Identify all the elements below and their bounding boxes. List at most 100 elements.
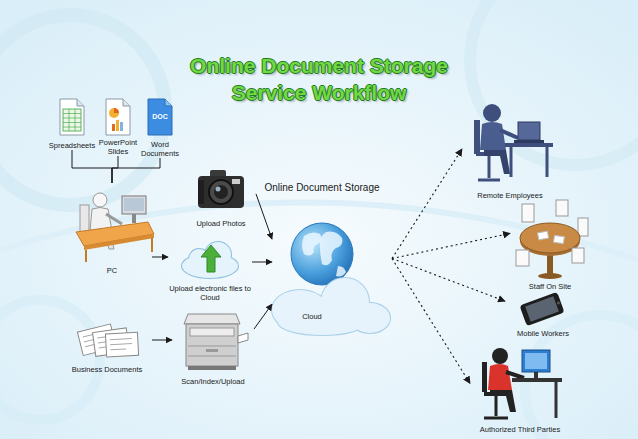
connector-line — [112, 158, 160, 183]
business-documents-icon-part-part — [110, 339, 132, 350]
camera-node: Upload Photos — [186, 166, 256, 228]
background-part — [0, 15, 165, 205]
remote-employee-icon-part — [511, 147, 547, 177]
meeting-table-icon-part — [538, 273, 562, 279]
meeting-table-icon — [516, 200, 588, 279]
scanner-icon — [184, 314, 248, 370]
remote-employee-icon-part — [505, 143, 553, 147]
scanner-node: Scan/Index/Upload — [172, 310, 254, 386]
user-node: Staff On Site — [510, 195, 590, 291]
business-documents-icon — [77, 324, 138, 357]
camera-icon-part — [214, 185, 228, 199]
node-label: Authorized Third Parties — [470, 425, 570, 434]
pc-user-icon-part — [84, 234, 154, 250]
node-label: Upload Photos — [186, 219, 256, 228]
file-icon-node: PowerPoint Slides — [98, 96, 138, 156]
upload-node: Upload electronic files to Cloud — [168, 238, 252, 302]
user-node: Mobile Workers — [505, 292, 581, 338]
slides-icon-part — [114, 108, 119, 113]
meeting-table-icon-part — [553, 235, 564, 243]
upload-cloud-icon — [182, 242, 238, 278]
scanner-icon-part — [190, 328, 234, 336]
icon-text: DOC — [148, 113, 172, 121]
mobile-phone-icon-part — [519, 292, 564, 326]
third-party-icon-part — [492, 348, 508, 364]
slides-icon-part — [123, 99, 130, 106]
mobile-phone-icon — [519, 292, 564, 326]
connector-line — [72, 150, 112, 183]
mobile-phone-icon-part — [525, 296, 559, 321]
word-icon-part — [148, 99, 172, 135]
pc-node: PC — [72, 183, 152, 275]
upload-cloud-icon-part — [201, 245, 221, 272]
globe-cloud-icon — [272, 223, 390, 335]
meeting-table-icon-part — [572, 248, 584, 263]
remote-employee-icon-part — [480, 122, 506, 150]
third-party-icon-part — [484, 396, 508, 418]
scanner-icon-part — [186, 324, 238, 366]
camera-icon-part — [198, 180, 204, 204]
globe-cloud-icon-part — [320, 232, 343, 266]
flow-arrow — [152, 257, 168, 258]
remote-employee-icon-part — [474, 120, 480, 154]
pc-user-icon-part — [132, 214, 136, 223]
spreadsheet-icon-part — [77, 99, 84, 106]
slides-icon-part — [120, 122, 123, 131]
third-party-icon-part — [534, 372, 538, 378]
node-label: Upload electronic files to Cloud — [168, 284, 252, 302]
meeting-table-icon-part — [547, 253, 553, 275]
camera-icon-part — [198, 176, 244, 208]
camera-icon-part — [216, 187, 221, 192]
meeting-table-icon-part — [578, 218, 588, 236]
dotted-arrow — [392, 149, 462, 259]
slides-icon-part — [116, 120, 119, 131]
node-sublabel: Cloud — [290, 312, 334, 321]
slides-icon-part — [106, 99, 130, 135]
third-party-icon-part — [506, 372, 524, 378]
diagram-title: Online Document Storage Service Workflow — [154, 52, 484, 106]
scanner-icon-part — [238, 333, 248, 343]
spreadsheet-icon-part — [63, 109, 81, 131]
dotted-arrow — [392, 259, 505, 302]
meeting-table-icon-part — [520, 223, 580, 253]
meeting-table-icon-part — [516, 250, 529, 266]
node-label: Online Document Storage — [242, 182, 402, 194]
pc-user-icon-part — [106, 214, 122, 224]
node-label: Staff On Site — [510, 282, 590, 291]
scanner-icon-part — [188, 366, 236, 370]
slides-icon-part — [112, 124, 115, 131]
word-icon — [148, 99, 172, 135]
user-node: Authorized Third Parties — [470, 342, 570, 434]
word-icon-part — [165, 99, 172, 106]
camera-icon-part — [209, 180, 233, 204]
third-party-icon-part — [525, 353, 547, 369]
remote-employee-icon-part — [500, 130, 518, 138]
dotted-arrow — [392, 233, 510, 258]
remote-employee-icon-part — [484, 150, 510, 174]
meeting-table-icon-part — [522, 204, 534, 222]
scanner-icon-part — [184, 314, 240, 324]
camera-icon — [198, 170, 244, 208]
business-documents-icon-part-part — [105, 332, 138, 357]
flow-arrow — [254, 304, 272, 329]
file-icon-node: Spreadsheets — [48, 96, 96, 150]
background-part — [470, 0, 638, 165]
globe-cloud-icon-part — [278, 309, 366, 335]
mobile-phone-icon-part — [557, 301, 561, 305]
meeting-table-icon-part — [556, 200, 568, 216]
pc-user-icon-part — [122, 196, 146, 214]
third-party-icon-part — [522, 350, 550, 372]
cloud-storage-node: Online Document StorageCloud — [272, 222, 392, 336]
remote-employee-icon-part — [518, 122, 540, 140]
globe-cloud-icon-part — [291, 223, 353, 285]
remote-employee-icon-part — [478, 156, 500, 180]
node-label: Remote Employees — [462, 191, 558, 200]
spreadsheet-icon-part — [63, 109, 81, 131]
connector-line — [112, 156, 118, 183]
meeting-table-icon-part — [538, 231, 549, 240]
slides-icon — [106, 99, 130, 135]
node-label: Word Documents — [140, 140, 180, 158]
node-label: PowerPoint Slides — [98, 138, 138, 156]
